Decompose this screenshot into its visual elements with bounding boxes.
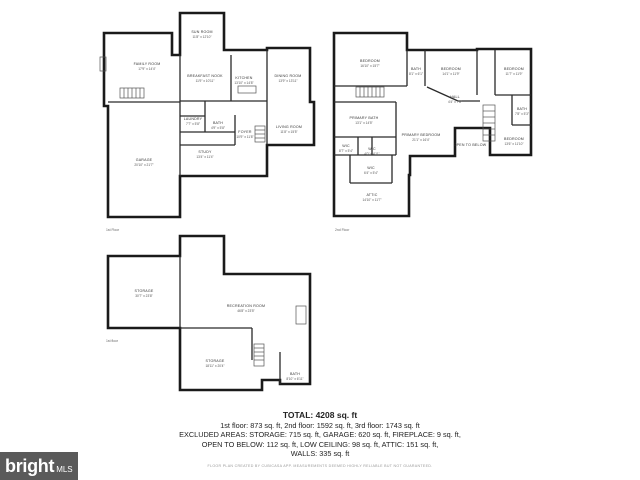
- room-dims-bedroom-3: 14'1" x 11'9": [442, 72, 459, 76]
- room-label-kitchen: KITCHEN: [235, 76, 252, 80]
- total-area: TOTAL: 4208 sq. ft: [282, 410, 358, 420]
- room-label-recreation-room: RECREATION ROOM: [227, 304, 265, 308]
- room-label-attic: ATTIC: [366, 193, 377, 197]
- room-label-open-to-below: OPEN TO BELOW: [454, 143, 487, 147]
- room-label-storage-b: STORAGE: [206, 359, 225, 363]
- room-label-foyer: FOYER: [238, 130, 252, 134]
- disclaimer-text: FLOOR PLAN CREATED BY CUBICASA APP. MEAS…: [207, 464, 433, 468]
- floor-label-basement: 1st floor: [106, 339, 119, 343]
- room-dims-garage: 20'10" x 21'7": [134, 163, 153, 167]
- room-label-hall: HALL: [450, 95, 460, 99]
- room-dims-sun-room: 11'8" x 12'10": [192, 35, 211, 39]
- room-dims-hall: 4'4" x 7'8": [448, 100, 462, 104]
- room-label-wic-c: WIC: [367, 166, 375, 170]
- room-dims-bath-2b: 7'8" x 5'3": [515, 112, 529, 116]
- excluded-areas-line-2: OPEN TO BELOW: 112 sq. ft, LOW CEILING: …: [201, 439, 439, 449]
- room-label-living-room: LIVING ROOM: [276, 125, 302, 129]
- room-dims-wic-c: 6'4" x 5'4": [364, 171, 378, 175]
- room-label-primary-bedroom: PRIMARY BEDROOM: [402, 133, 441, 137]
- floor-areas-line: 1st floor: 873 sq. ft, 2nd floor: 1592 s…: [220, 421, 420, 430]
- room-dims-study: 13'4" x 11'4": [196, 155, 213, 159]
- floor-label-first: 1st Floor: [106, 228, 120, 232]
- area-summary: TOTAL: 4208 sq. ft 1st floor: 873 sq. ft…: [0, 410, 640, 458]
- room-dims-kitchen: 13'10" x 14'8": [234, 81, 253, 85]
- room-dims-bath-first: 4'9" x 5'8": [211, 126, 225, 130]
- room-dims-primary-bath: 13'1" x 14'5": [355, 121, 372, 125]
- room-dims-storage: 30'7" x 23'8": [135, 294, 152, 298]
- room-dims-bedroom-2: 16'10" x 15'7": [360, 64, 379, 68]
- room-label-bath-first: BATH: [213, 121, 223, 125]
- basement-plan: STORAGE 30'7" x 23'8" RECREATION ROOM 46…: [106, 234, 312, 392]
- brand-wordmark: bright: [5, 455, 55, 476]
- room-dims-bedroom-5: 13'6" x 11'10": [504, 142, 523, 146]
- room-label-primary-bath: PRIMARY BATH: [350, 116, 379, 120]
- stairs-icon: [253, 343, 265, 367]
- room-dims-storage-b: 18'11" x 20'4": [205, 364, 224, 368]
- room-dims-recreation-room: 46'8" x 23'5": [237, 309, 254, 313]
- room-label-breakfast-nook: BREAKFAST NOOK: [187, 74, 223, 78]
- room-label-family-room: FAMILY ROOM: [134, 62, 161, 66]
- kitchen-island: [237, 85, 257, 94]
- floor-label-second: 2nd Floor: [335, 228, 350, 232]
- second-floor-plan: BEDROOM 16'10" x 15'7" BATH 8'1" x 6'1" …: [332, 31, 533, 232]
- room-dims-living-room: 11'8" x 15'5": [280, 130, 297, 134]
- room-label-dining-room: DINING ROOM: [275, 74, 302, 78]
- room-label-bedroom-4: BEDROOM: [504, 67, 524, 71]
- room-dims-laundry: 7'7" x 5'8": [186, 122, 200, 126]
- room-label-wic-a: WIC: [342, 144, 350, 148]
- first-floor-plan: FAMILY ROOM 17'9" x 14'4" SUN ROOM 11'8"…: [99, 11, 316, 232]
- room-dims-dining-room: 13'9" x 13'11": [278, 79, 297, 83]
- stairs-icon: [119, 87, 266, 143]
- room-dims-breakfast-nook: 11'9" x 10'11": [196, 79, 215, 83]
- room-label-bath-2a: BATH: [411, 67, 421, 71]
- brand-logo: bright MLS: [0, 452, 78, 480]
- room-label-bath-2b: BATH: [517, 107, 527, 111]
- room-label-bedroom-2: BEDROOM: [360, 59, 380, 63]
- room-label-study: STUDY: [198, 150, 212, 154]
- fireplace-icon: [99, 56, 107, 72]
- room-dims-attic: 14'10" x 11'7": [362, 198, 381, 202]
- room-label-wic-b: WIC: [368, 147, 376, 151]
- room-label-sun-room: SUN ROOM: [191, 30, 212, 34]
- fireplace-icon: [295, 305, 307, 325]
- room-label-garage: GARAGE: [136, 158, 153, 162]
- room-label-bedroom-5: BEDROOM: [504, 137, 524, 141]
- room-dims-wic-b: 4'0" x 4'11": [364, 152, 379, 156]
- room-dims-wic-a: 8'7" x 5'4": [339, 149, 353, 153]
- room-dims-foyer: 10'9" x 11'8": [236, 135, 253, 139]
- room-dims-bath-2a: 8'1" x 6'1": [409, 72, 423, 76]
- excluded-areas-line: EXCLUDED AREAS: STORAGE: 715 sq. ft, GAR…: [179, 430, 461, 440]
- room-dims-bath-b: 8'10" x 6'11": [286, 377, 303, 381]
- room-label-bedroom-3: BEDROOM: [441, 67, 461, 71]
- room-label-laundry: LAUNDRY: [184, 117, 203, 121]
- room-label-storage: STORAGE: [135, 289, 154, 293]
- room-label-bath-b: BATH: [290, 372, 300, 376]
- room-dims-family-room: 17'9" x 14'4": [138, 67, 155, 71]
- brand-suffix: MLS: [56, 464, 73, 474]
- room-dims-bedroom-4: 11'7" x 11'9": [505, 72, 522, 76]
- room-dims-primary-bedroom: 21'1" x 16'4": [412, 138, 429, 142]
- walls-area-line: WALLS: 335 sq. ft: [290, 448, 350, 458]
- stairs-icon: [355, 86, 496, 142]
